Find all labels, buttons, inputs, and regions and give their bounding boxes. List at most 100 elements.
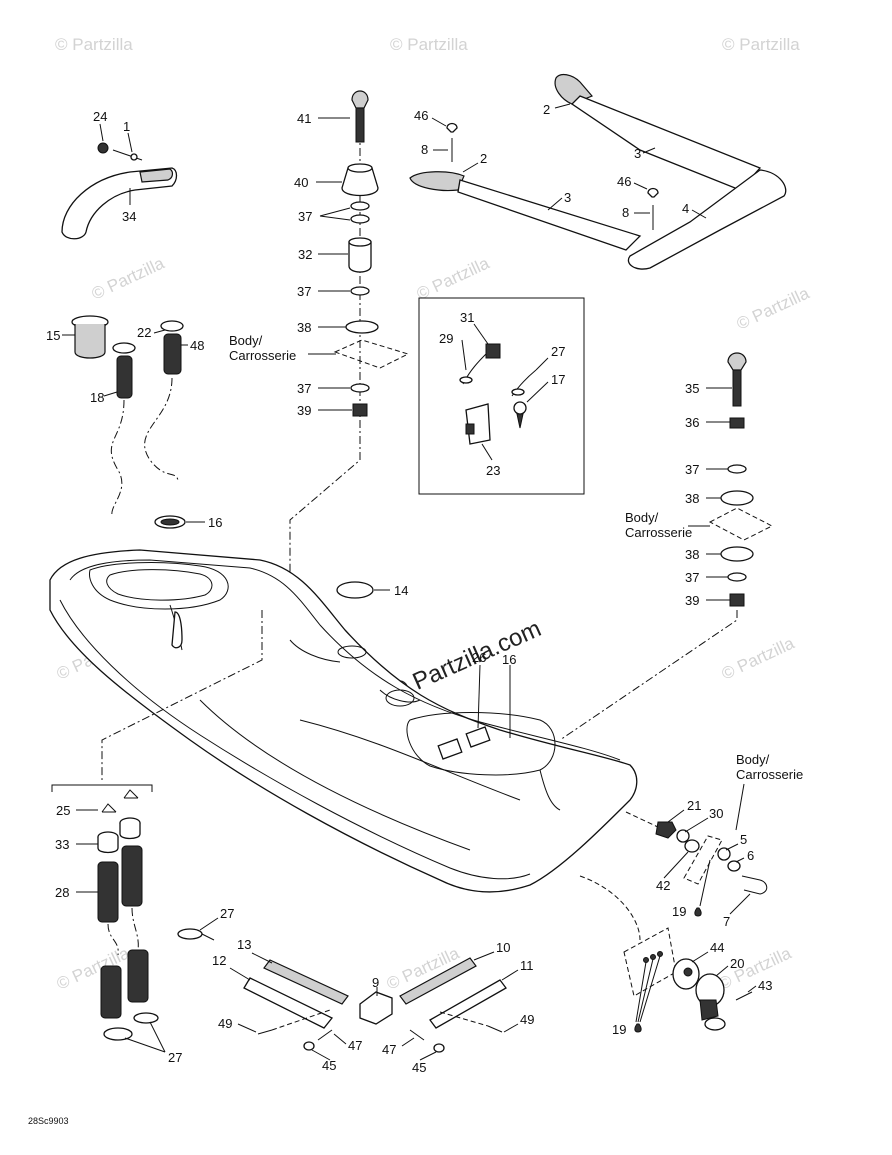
label-27: 27: [220, 906, 234, 921]
hull-contour: [299, 719, 521, 801]
clip-25: [101, 803, 117, 813]
label-27: 27: [168, 1050, 182, 1065]
nut-45: [303, 1041, 315, 1051]
leader: [715, 965, 729, 977]
leader: [554, 103, 571, 109]
leader: [667, 809, 685, 823]
bolt-41-head: [351, 90, 369, 109]
watermark: © Partzilla: [55, 35, 133, 54]
cap-14: [336, 581, 374, 599]
watermark: © Partzilla: [414, 253, 493, 303]
leader: [735, 783, 745, 831]
spring-48: [163, 333, 182, 375]
label-8: 8: [421, 142, 428, 157]
washer-6: [727, 860, 741, 872]
label-36: 36: [685, 415, 699, 430]
rail-13: [263, 959, 349, 1005]
bumper-40-top: [347, 163, 373, 173]
left-fittings-group: 15 18 22 48: [46, 315, 204, 516]
washer-42: [684, 839, 700, 853]
leader: [124, 1037, 166, 1053]
label-39: 39: [685, 593, 699, 608]
leader: [251, 952, 273, 964]
leader: [431, 117, 447, 127]
console-inner: [106, 569, 213, 601]
screw-49: [487, 1025, 503, 1033]
nut-39: [729, 593, 745, 607]
eyebolt-group: Body/ Carrosserie 21 30 42 5 6 7 19: [655, 752, 803, 929]
screw-49: [257, 1029, 273, 1035]
label-38: 38: [685, 547, 699, 562]
grommet-16-group: 16: [154, 515, 222, 530]
label-23: 23: [486, 463, 500, 478]
leader-dash: [107, 923, 119, 956]
rail-11: [429, 979, 507, 1029]
body-label-line2: Carrosserie: [625, 525, 692, 540]
diagram-code: 28Sc9903: [28, 1116, 69, 1126]
leader: [199, 917, 219, 931]
body-label-line2: Carrosserie: [736, 767, 803, 782]
label-2: 2: [543, 102, 550, 117]
kit-frame: [418, 297, 585, 495]
label-31: 31: [460, 310, 474, 325]
connector-9: [359, 991, 393, 1025]
leader: [419, 1051, 437, 1061]
leader: [473, 951, 495, 961]
watermark: © Partzilla: [734, 283, 813, 333]
plug-46: [446, 122, 458, 133]
screw-1: [112, 149, 143, 161]
leader: [691, 209, 707, 219]
label-39: 39: [297, 403, 311, 418]
mat-4: [627, 169, 787, 270]
clip-25: [123, 789, 139, 799]
label-11: 11: [520, 958, 534, 973]
label-32: 32: [298, 247, 312, 262]
label-49: 49: [520, 1012, 534, 1027]
label-20: 20: [730, 956, 744, 971]
fitting-22: [160, 320, 184, 332]
leader: [642, 147, 656, 154]
leader: [503, 1023, 519, 1033]
leader: [103, 391, 118, 397]
leader-dash: [131, 907, 139, 951]
tie-27-head: [511, 388, 525, 396]
label-3: 3: [564, 190, 571, 205]
leader: [481, 443, 493, 461]
drain-plug-group: 44 20 43 19: [612, 927, 772, 1037]
spacer-32: [348, 241, 372, 273]
leader-dash: [625, 811, 661, 829]
leader: [127, 132, 133, 153]
label-38: 38: [297, 320, 311, 335]
body-label-line1: Body/: [229, 333, 263, 348]
label-27: 27: [551, 344, 565, 359]
center-mount-stack: 41 40 37 32 37 38 Body/ Carrosserie 37 3…: [229, 90, 410, 590]
washer-37: [350, 383, 370, 393]
label-19: 19: [672, 904, 686, 919]
group-bracket: [51, 784, 153, 792]
watermark: © Partzilla: [390, 35, 468, 54]
hull-contour: [59, 599, 531, 880]
leader: [477, 664, 481, 729]
label-29: 29: [439, 331, 453, 346]
leader: [663, 851, 689, 879]
body-panel: [333, 339, 410, 369]
grab-handle: [61, 167, 178, 240]
fitting-15: [74, 324, 106, 359]
label-40: 40: [294, 175, 308, 190]
leader: [526, 381, 549, 403]
screw-1-head: [130, 153, 138, 161]
body-panel: [683, 835, 723, 885]
clamp-27: [133, 1012, 159, 1024]
rail-12: [243, 977, 334, 1029]
label-43: 43: [758, 978, 772, 993]
console-recess: [89, 562, 229, 610]
label-16: 16: [208, 515, 222, 530]
label-26: 26: [472, 650, 486, 665]
gasket-44-hole: [683, 967, 693, 977]
mat-3-left: [457, 179, 642, 251]
ties-kit-box: 29 31 27 17 23: [418, 297, 585, 495]
leader: [735, 857, 745, 863]
label-17: 17: [551, 372, 565, 387]
watermark: © Partzilla: [722, 35, 800, 54]
